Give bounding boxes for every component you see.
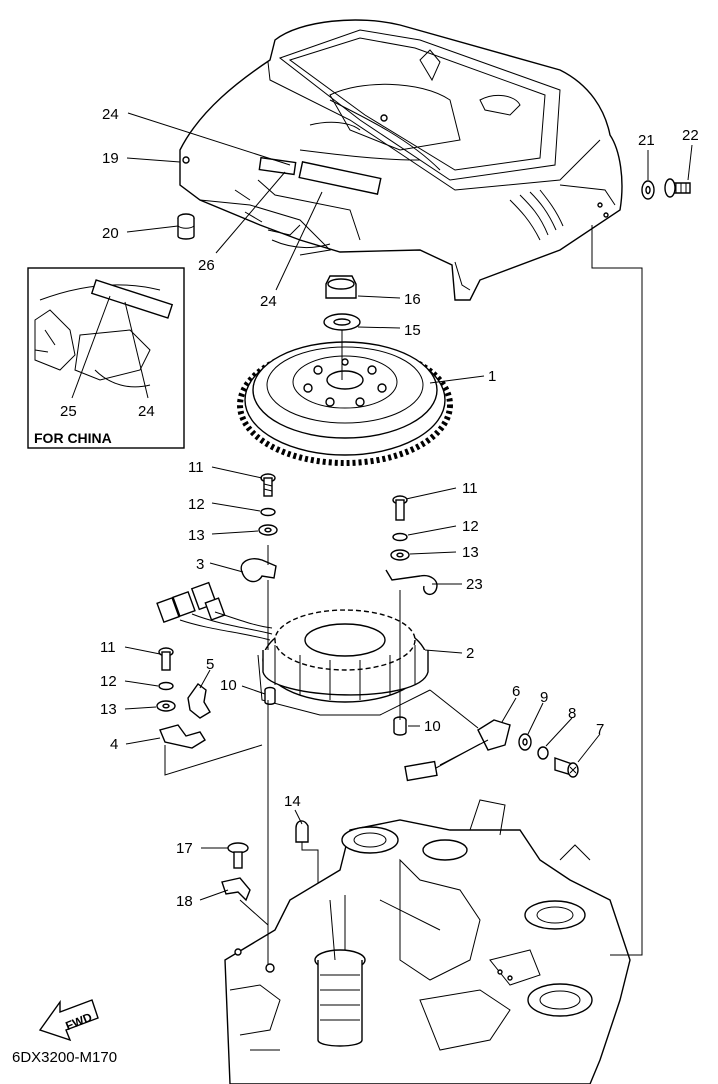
nut-16 bbox=[325, 275, 357, 299]
clamp-3 bbox=[240, 545, 277, 650]
callout-11-upper: 11 bbox=[188, 459, 204, 476]
bolt-11-upper bbox=[260, 473, 276, 497]
callout-13-right: 13 bbox=[462, 544, 479, 561]
callout-25-inset: 25 bbox=[60, 403, 77, 420]
washer-12-lower bbox=[158, 681, 174, 691]
bolt-11-lower bbox=[158, 647, 174, 671]
callout-9: 9 bbox=[540, 689, 548, 706]
callout-5: 5 bbox=[206, 656, 214, 673]
washer-12-right bbox=[392, 532, 408, 542]
callout-23: 23 bbox=[466, 576, 483, 593]
callout-3: 3 bbox=[196, 556, 204, 573]
collar-10-left bbox=[264, 686, 276, 705]
damper-20 bbox=[177, 213, 195, 240]
callout-26: 26 bbox=[198, 257, 215, 274]
washer-9 bbox=[518, 733, 532, 751]
callout-8: 8 bbox=[568, 705, 576, 722]
clamp-4 bbox=[159, 724, 206, 749]
plate-17 bbox=[221, 877, 251, 902]
flywheel-magneto bbox=[237, 330, 453, 466]
screw-7 bbox=[554, 757, 579, 778]
callout-6: 6 bbox=[512, 683, 520, 700]
woodruff-key-14 bbox=[295, 820, 309, 843]
collar-10-right bbox=[393, 716, 407, 736]
callout-1: 1 bbox=[488, 368, 496, 385]
callout-16: 16 bbox=[404, 291, 421, 308]
inset-for-china: FOR CHINA bbox=[27, 267, 185, 449]
callout-14: 14 bbox=[284, 793, 301, 810]
callout-7: 7 bbox=[596, 721, 604, 738]
callout-24: 24 bbox=[260, 293, 277, 310]
wire-harness bbox=[156, 581, 273, 641]
stator-assembly bbox=[257, 609, 431, 716]
fwd-arrow-icon: FWD bbox=[38, 999, 99, 1042]
washer-13-lower bbox=[156, 700, 176, 712]
callout-2: 2 bbox=[466, 645, 474, 662]
washer-12-upper bbox=[260, 507, 276, 517]
callout-4: 4 bbox=[110, 736, 118, 753]
callout-13-upper: 13 bbox=[188, 527, 205, 544]
callout-17: 18 bbox=[176, 893, 193, 910]
callout-12-lower: 12 bbox=[100, 673, 117, 690]
bolt-22 bbox=[664, 178, 691, 198]
flywheel-cover bbox=[179, 19, 623, 301]
washer-13-upper bbox=[258, 524, 278, 536]
callout-15: 15 bbox=[404, 322, 421, 339]
callout-22: 22 bbox=[682, 127, 699, 144]
holder-5 bbox=[187, 683, 211, 719]
callout-13-lower: 13 bbox=[100, 701, 117, 718]
callout-25: 24 bbox=[102, 106, 119, 123]
assembly-lines bbox=[267, 225, 643, 965]
washer-15 bbox=[323, 313, 361, 331]
inset-caption: FOR CHINA bbox=[34, 430, 112, 446]
callout-labels: 24 19 20 26 24 16 15 1 25 24 11 12 13 3 … bbox=[60, 106, 699, 910]
callout-21: 21 bbox=[638, 132, 655, 149]
leader-lines bbox=[71, 112, 693, 901]
washer-8 bbox=[537, 746, 549, 760]
callout-12-upper: 12 bbox=[188, 496, 205, 513]
callout-20: 20 bbox=[102, 225, 119, 242]
callout-11-lower: 11 bbox=[100, 639, 116, 656]
bolt-18 bbox=[227, 842, 249, 869]
callout-12-right: 12 bbox=[462, 518, 479, 535]
bolt-11-right bbox=[392, 495, 408, 521]
callout-19: 19 bbox=[102, 150, 119, 167]
callout-24-inset: 24 bbox=[138, 403, 155, 420]
engine-block bbox=[224, 799, 631, 1084]
washer-13-right bbox=[390, 549, 410, 561]
callout-11-right: 11 bbox=[462, 480, 478, 497]
diagram-reference-code: 6DX3200-M170 bbox=[12, 1049, 117, 1066]
clamp-23 bbox=[385, 569, 438, 596]
callout-10-right: 10 bbox=[424, 718, 441, 735]
callout-18: 17 bbox=[176, 840, 193, 857]
washer-21 bbox=[641, 180, 655, 200]
callout-10-left: 10 bbox=[220, 677, 237, 694]
pulser-coil-6 bbox=[404, 689, 511, 782]
